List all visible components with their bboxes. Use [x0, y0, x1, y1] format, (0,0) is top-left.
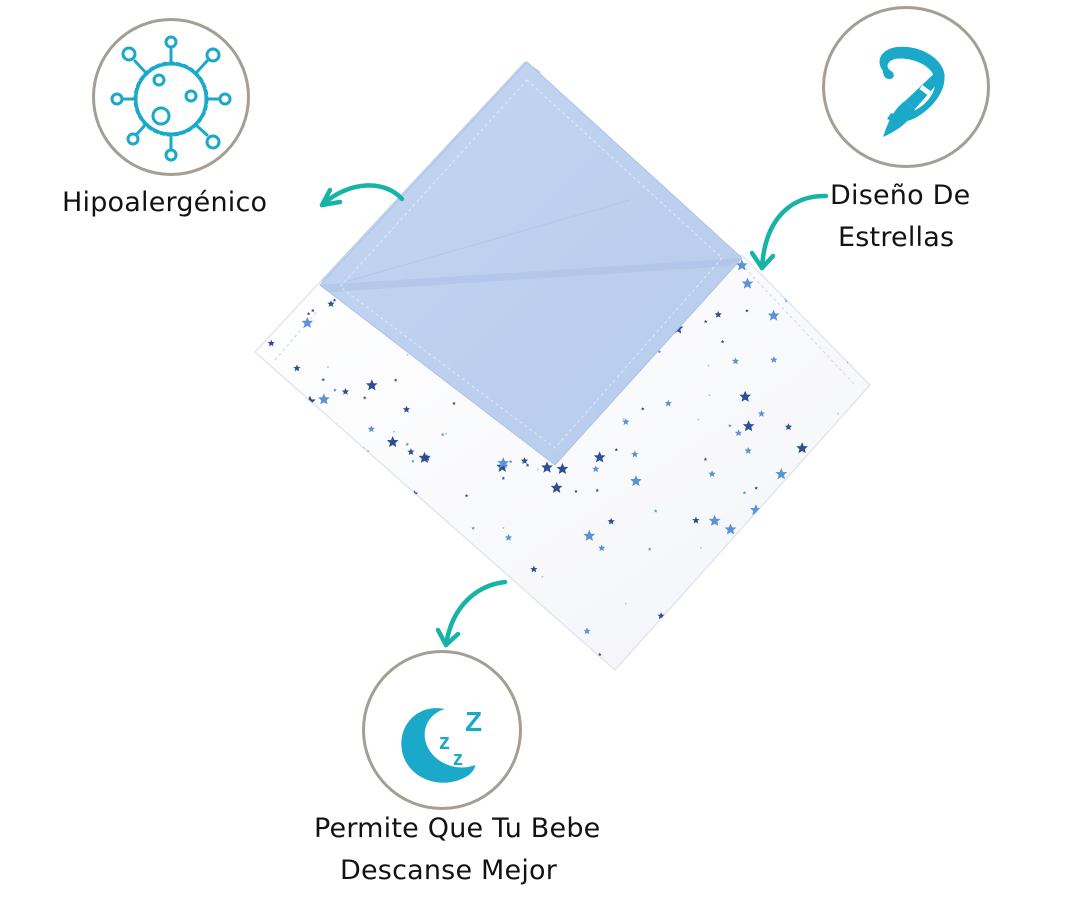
svg-text:z: z [453, 748, 463, 770]
paintbrush-icon [879, 46, 945, 137]
svg-text:Z: Z [465, 706, 482, 737]
feature-icon-circle-descanse: z z Z [362, 650, 522, 810]
feature-icon-circle-diseno [822, 6, 990, 168]
feature-label-descanse: Permite Que Tu Bebe Descanse Mejor [314, 813, 601, 886]
moon-sleep-icon: z z Z [401, 706, 482, 783]
svg-text:z: z [439, 729, 450, 754]
feature-icon-circle-hipoalergenico [92, 18, 250, 176]
virus-icon [110, 35, 232, 162]
feature-label-hipoalergenico: Hipoalergénico [62, 187, 268, 218]
feature-label-diseno: Diseño De Estrellas [830, 180, 971, 253]
arrow-descanse [443, 579, 508, 648]
blanket-blue-flap [319, 61, 743, 466]
arrow-hipoalergenico [319, 183, 405, 208]
arrows [319, 183, 829, 648]
blanket-star-print [253, 254, 872, 672]
arrow-diseno [759, 193, 829, 271]
